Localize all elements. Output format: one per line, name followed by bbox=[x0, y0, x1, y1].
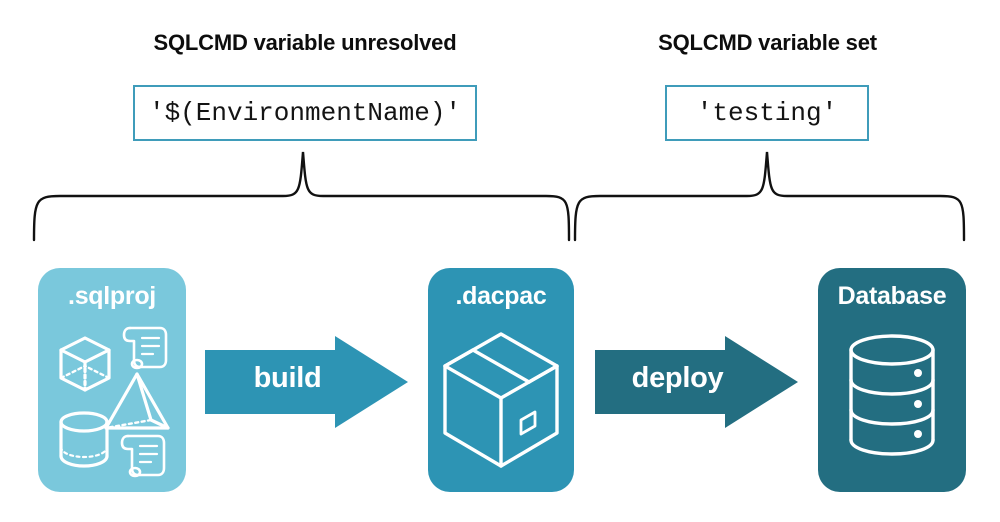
value-box-environment-name: '$(EnvironmentName)' bbox=[133, 85, 477, 141]
stage-box-database: Database bbox=[818, 268, 966, 492]
scroll-icon bbox=[122, 326, 168, 370]
database-cylinder-icon bbox=[849, 334, 935, 456]
arrow-shape bbox=[205, 336, 408, 428]
heading-sqlcmd-variable-set: SQLCMD variable set bbox=[658, 30, 877, 55]
stage-label-database: Database bbox=[837, 282, 947, 310]
brace-right-icon bbox=[573, 151, 966, 242]
stage-label-dacpac: .dacpac bbox=[455, 282, 547, 310]
stage-box-dacpac: .dacpac bbox=[428, 268, 574, 492]
package-box-icon bbox=[443, 332, 559, 468]
scroll-icon bbox=[120, 434, 166, 478]
stage-label-sqlproj: .sqlproj bbox=[68, 282, 156, 310]
heading-sqlcmd-variable-unresolved: SQLCMD variable unresolved bbox=[153, 30, 457, 55]
stage-box-sqlproj: .sqlproj bbox=[38, 268, 186, 492]
arrow-build bbox=[205, 336, 408, 428]
brace-left-icon bbox=[32, 151, 571, 242]
value-box-testing: 'testing' bbox=[665, 85, 869, 141]
sqlproj-shapes-icon bbox=[59, 326, 170, 478]
arrow-shape bbox=[595, 336, 798, 428]
arrow-deploy bbox=[595, 336, 798, 428]
